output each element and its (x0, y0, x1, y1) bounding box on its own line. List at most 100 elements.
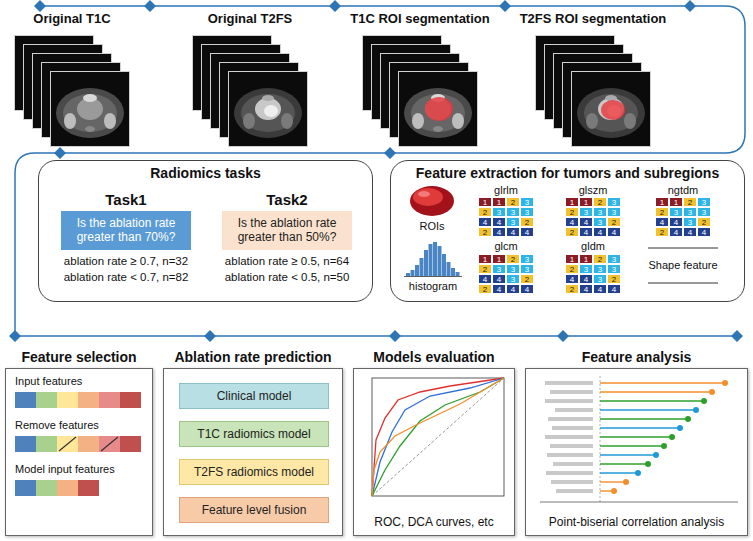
correlation-chart (600, 472, 638, 473)
mri-stack (399, 72, 478, 147)
mri-stack (425, 97, 453, 121)
matrix-cell: 3 (579, 264, 593, 274)
matrix-cell: 2 (565, 284, 579, 294)
matrix-cell: 4 (478, 217, 492, 227)
feature-bars (15, 436, 36, 452)
matrix-cell: 3 (607, 254, 621, 264)
histogram-chart (404, 242, 462, 277)
feature-bars (36, 480, 57, 496)
matrix-cell: 3 (579, 207, 593, 217)
image-title: T1C ROI segmentation (350, 12, 489, 27)
model-name: Clinical model (180, 384, 328, 408)
correlation-chart (661, 443, 667, 449)
correlation-chart (669, 434, 675, 440)
step-title: Feature analysis (514, 349, 753, 365)
matrix-cell: 4 (478, 274, 492, 284)
matrix-cell: 1 (655, 197, 669, 207)
feature-bars (120, 436, 141, 452)
mri-stack (536, 36, 651, 147)
roc-chart (372, 378, 504, 496)
matrix-cell: 2 (607, 217, 621, 227)
matrix-cell: 3 (697, 197, 711, 207)
histogram-chart (438, 246, 442, 276)
matrix-cell: 4 (492, 284, 506, 294)
matrix-cell: 4 (697, 227, 711, 237)
matrix-cell: 3 (683, 217, 697, 227)
image-title: Original T1C (33, 12, 110, 27)
correlation-chart (623, 479, 629, 485)
matrix-cell: 2 (655, 207, 669, 217)
correlation-chart (600, 481, 626, 482)
matrix-cell: 4 (579, 227, 593, 237)
matrix-cell: 3 (593, 217, 607, 227)
feature-bars (57, 436, 78, 452)
histogram-chart (420, 258, 424, 276)
step-caption: Point-biserial correlation analysis (526, 515, 747, 529)
feature-bars (36, 392, 57, 408)
histogram-chart (442, 254, 446, 276)
correlation-chart (600, 409, 696, 410)
matrix-cell: 3 (520, 254, 534, 264)
drawing-part (555, 408, 593, 412)
roc-chart (372, 378, 504, 496)
drawing-part (553, 462, 593, 466)
model-box: Feature level fusion (179, 497, 329, 523)
correlation-chart (645, 461, 651, 467)
correlation-chart (600, 427, 680, 428)
drawing-part (545, 399, 593, 403)
image-title: Original T2FS (208, 12, 293, 27)
drawing-part (556, 489, 593, 493)
roc-chart (372, 378, 504, 496)
matrix-cell: 4 (506, 284, 520, 294)
matrix-cell: 2 (655, 227, 669, 237)
matrix-cell: 3 (520, 264, 534, 274)
correlation-chart (600, 400, 704, 401)
matrix-cell: 4 (492, 274, 506, 284)
matrix-cell: 3 (492, 207, 506, 217)
bar-caption: Remove features (15, 419, 99, 432)
model-box: T1C radiomics model (179, 421, 329, 447)
feature-bars (59, 437, 76, 451)
histogram-chart (447, 262, 451, 276)
matrix-cell: 2 (478, 284, 492, 294)
roi-blob (410, 186, 454, 216)
matrix-cell: 4 (506, 227, 520, 237)
feature-bars (78, 392, 99, 408)
histogram-chart (433, 242, 437, 276)
matrix-cell: 4 (579, 284, 593, 294)
matrix-cell: 4 (669, 227, 683, 237)
correlation-chart (600, 382, 725, 383)
feature-bars (15, 392, 141, 496)
shape-feature-rules (648, 283, 718, 284)
feature-bars (99, 392, 120, 408)
matrix-cell: 3 (492, 264, 506, 274)
matrix-cell: 4 (520, 227, 534, 237)
correlation-chart (600, 391, 712, 392)
feature-name: glszm (579, 184, 608, 197)
mri-stack (363, 36, 478, 147)
matrix-cell: 4 (593, 227, 607, 237)
histogram-chart (415, 265, 419, 276)
task-question: Is the ablation rate greater than 70%? (61, 211, 191, 250)
matrix-cell: 2 (607, 274, 621, 284)
class-count: ablation rate ≥ 0.5, n=64 (225, 255, 349, 268)
feature-name: glcm (494, 240, 517, 253)
step-title: Feature selection (0, 349, 164, 365)
roi-blob (413, 188, 443, 206)
model-name: T2FS radiomics model (180, 460, 328, 484)
feature-bars (36, 436, 57, 452)
correlation-chart (600, 445, 664, 446)
flow-line (9, 0, 745, 342)
correlation-chart (600, 454, 656, 455)
mri-stack (572, 72, 651, 147)
histogram-chart (411, 270, 415, 276)
roc-chart (372, 378, 504, 496)
matrix-cell: 1 (492, 254, 506, 264)
matrix-cell: 2 (593, 254, 607, 264)
model-name: Feature level fusion (180, 498, 328, 522)
feature-name: gldm (581, 240, 605, 253)
flow-line (9, 330, 743, 342)
matrix-cell: 4 (683, 227, 697, 237)
feature-bars (78, 480, 99, 496)
